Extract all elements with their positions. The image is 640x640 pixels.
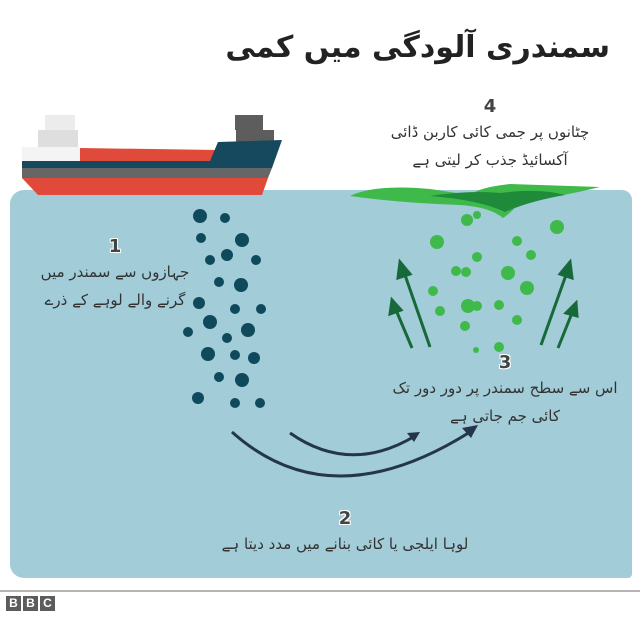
upward-arrows xyxy=(388,258,579,349)
step-3-label: 3 اس سے سطح سمندر پر دور دور تک کائی جم … xyxy=(375,352,635,430)
step-1-number: 1 xyxy=(108,236,122,257)
step-4-number: 4 xyxy=(483,96,497,117)
footer-divider xyxy=(0,590,640,592)
step-2-number: 2 xyxy=(338,508,352,529)
iron-particles xyxy=(183,209,266,408)
page-title: سمندری آلودگی میں کمی xyxy=(225,30,610,65)
step-4-label: 4 چٹانوں پر جمی کائی کاربن ڈائی آکسائیڈ … xyxy=(350,96,630,174)
ship-icon xyxy=(22,115,282,195)
curved-arrow-heads xyxy=(407,425,478,442)
curved-arrows xyxy=(230,430,471,478)
step-2-label: 2 لوہا ایلجی یا کائی بنانے میں مدد دیتا … xyxy=(150,508,540,558)
algae-particles xyxy=(428,211,564,353)
step-3-number: 3 xyxy=(498,352,512,373)
step-1-label: 1 جہازوں سے سمندر میں گرنے والے لوہے کے … xyxy=(30,236,200,314)
algae-bloom xyxy=(350,184,600,218)
bbc-logo: B B C xyxy=(6,596,55,611)
